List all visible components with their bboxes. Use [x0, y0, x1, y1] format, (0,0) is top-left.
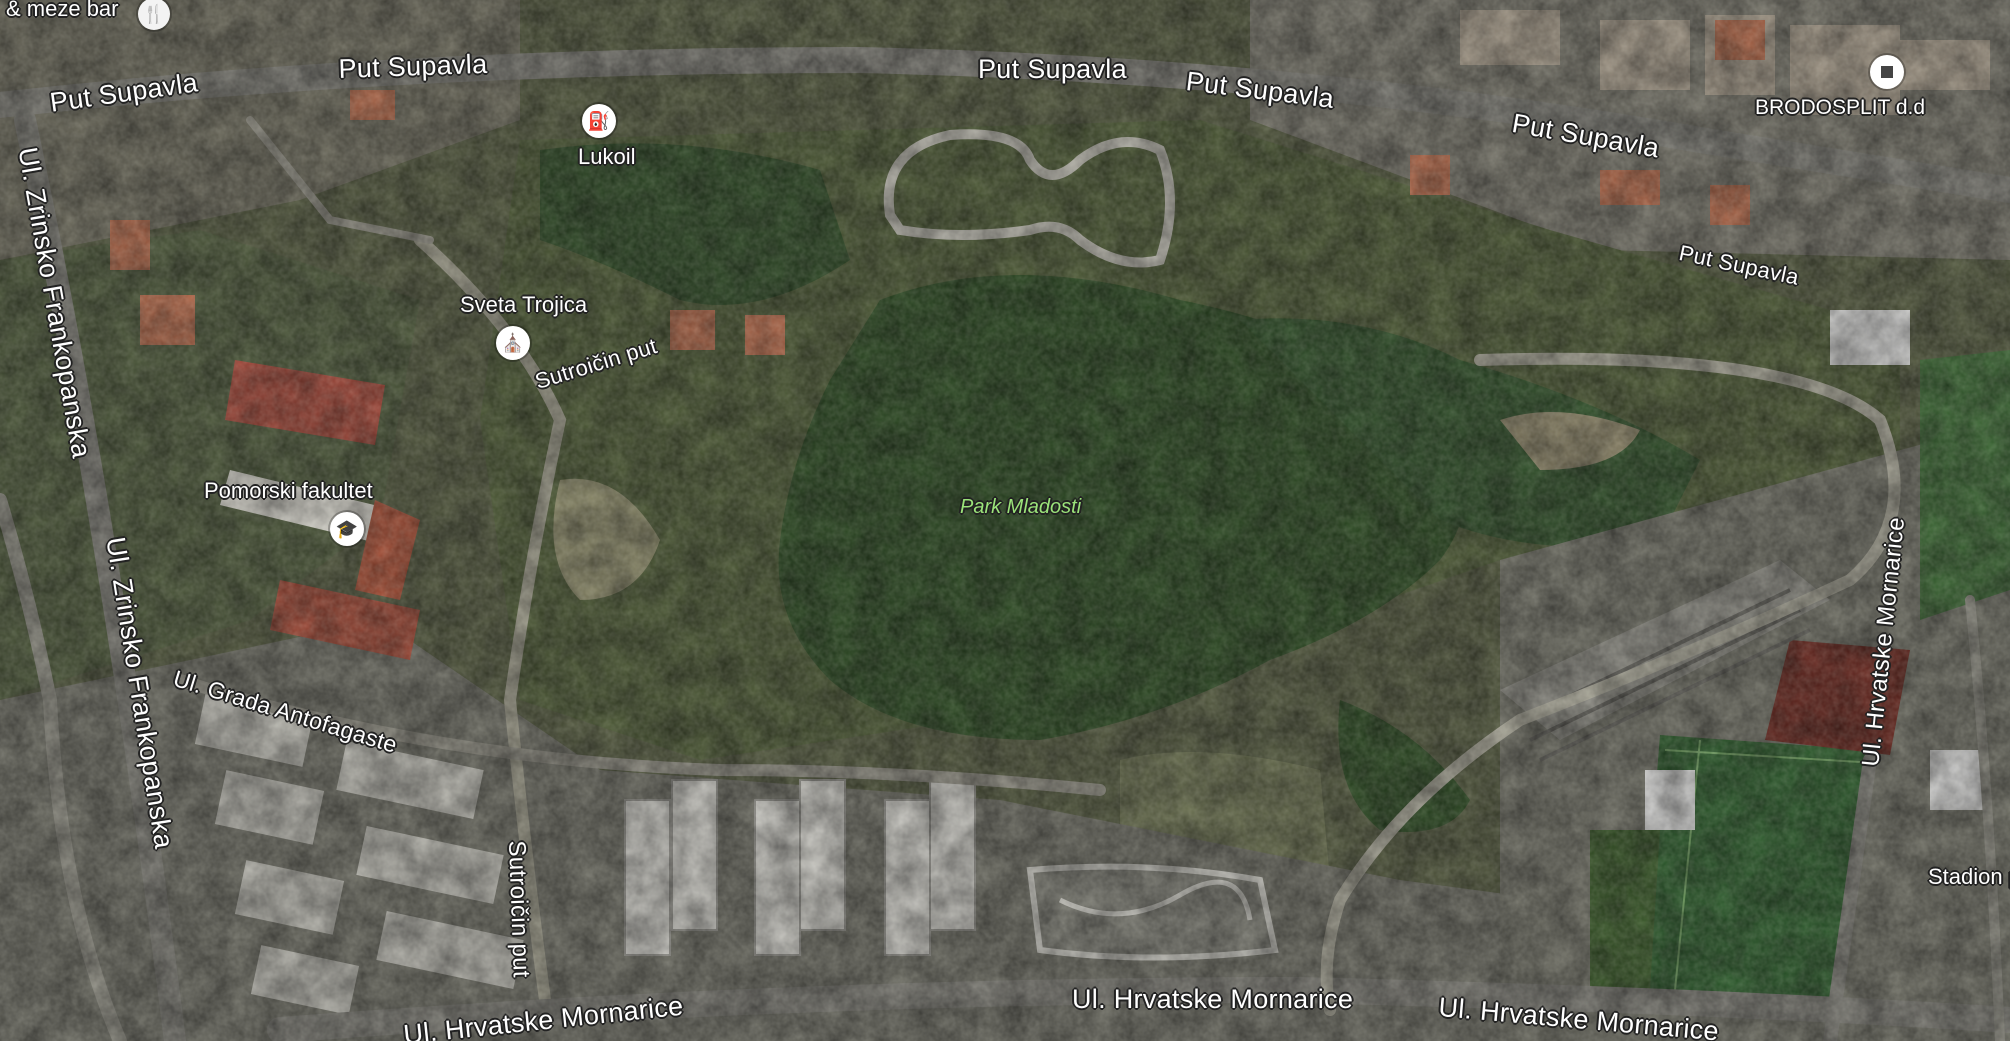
park-label-park-mladosti[interactable]: Park Mladosti — [960, 496, 1082, 518]
road-label-put-supavla: Put Supavla — [978, 54, 1127, 84]
square-icon[interactable] — [1870, 55, 1904, 89]
poi-label-pomorski-fakultet[interactable]: Pomorski fakultet — [204, 478, 373, 503]
gas-pump-icon[interactable]: ⛽ — [582, 104, 616, 138]
road-label-sutroicin-put: Sutroičin put — [503, 840, 535, 979]
poi-label-stadion[interactable]: Stadion p — [1928, 864, 2010, 889]
poi-label-lukoil[interactable]: Lukoil — [578, 144, 636, 169]
road-label-hrvatske-mornarice: Ul. Hrvatske Mornarice — [1072, 984, 1354, 1014]
graduation-cap-icon[interactable]: 🎓 — [330, 512, 364, 546]
fork-knife-icon[interactable]: 🍴 — [138, 0, 170, 30]
poi-label-brodosplit[interactable]: BRODOSPLIT d.d — [1755, 96, 1926, 119]
church-icon[interactable]: ⛪ — [496, 326, 530, 360]
road-label-put-supavla: Put Supavla — [338, 48, 488, 84]
poi-label-meze-bar[interactable]: & meze bar — [6, 0, 119, 21]
poi-label-sveta-trojica[interactable]: Sveta Trojica — [460, 292, 588, 317]
